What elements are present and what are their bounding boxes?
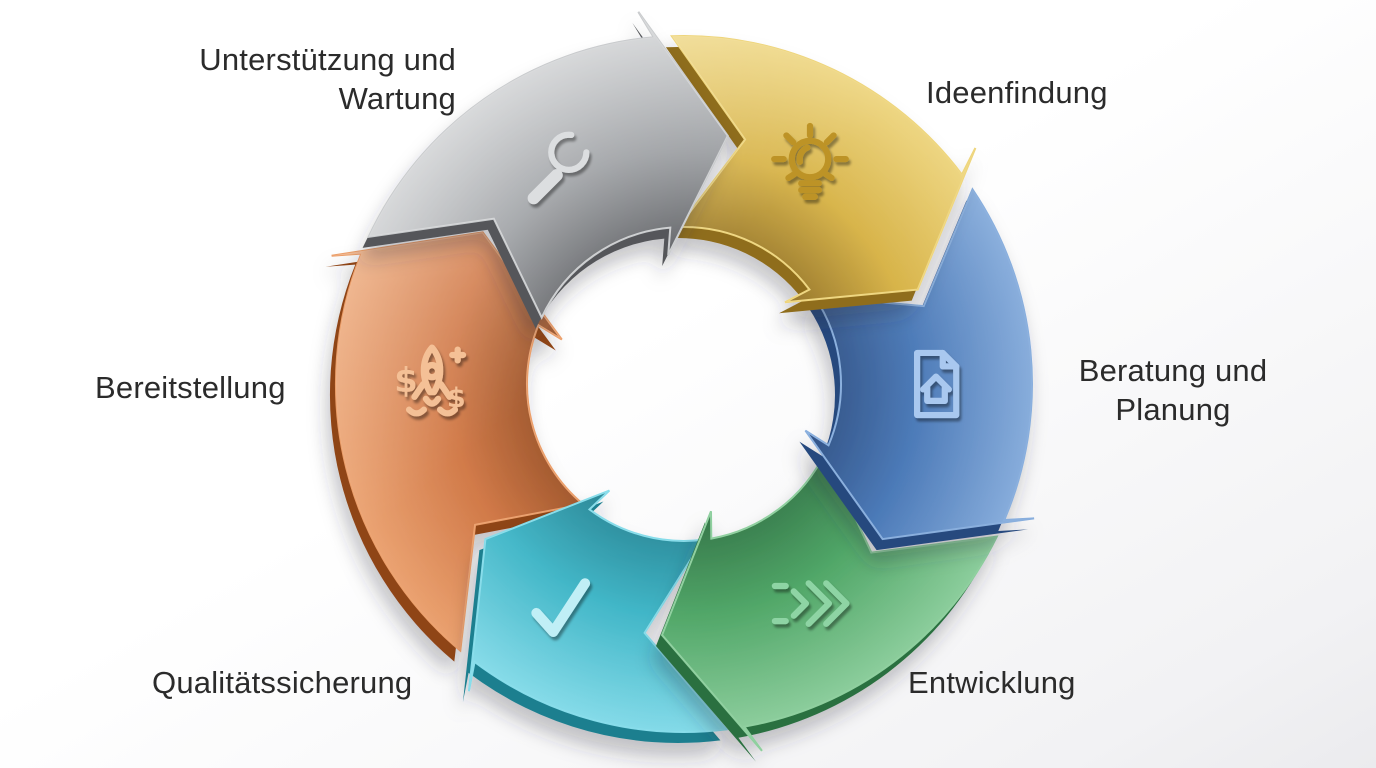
segment-entwicklung — [656, 450, 999, 762]
segment-label-entwicklung: Entwicklung — [908, 665, 1076, 700]
chevrons-icon — [771, 580, 850, 627]
segment-ideenfindung — [665, 35, 977, 314]
svg-text:$: $ — [394, 361, 417, 400]
segment-qualitaetssicherung — [462, 489, 729, 743]
segment-label-beratung-und-planung: Beratung und Planung — [1078, 353, 1268, 428]
wrench-icon — [527, 131, 590, 205]
segment-label-unterstuetzung-und-wartung: Unterstützung und Wartung — [199, 42, 456, 117]
rocket-dollar-icon: $$ — [394, 344, 467, 417]
segment-unterstuetzung-und-wartung — [362, 11, 729, 329]
segment-bereitstellung: $$ — [325, 231, 586, 662]
segment-gloss — [368, 11, 728, 318]
segment-label-bereitstellung: Bereitstellung — [95, 370, 286, 405]
lightbulb-icon — [771, 122, 849, 200]
segment-label-qualitaetssicherung: Qualitätssicherung — [152, 665, 413, 700]
segment-label-ideenfindung: Ideenfindung — [926, 75, 1108, 110]
svg-text:$: $ — [447, 383, 466, 414]
segment-gloss — [331, 232, 584, 651]
document-home-icon — [913, 349, 960, 419]
segment-gloss — [468, 490, 727, 732]
checkmark-icon — [531, 578, 591, 637]
segment-beratung-und-planung — [799, 187, 1035, 551]
